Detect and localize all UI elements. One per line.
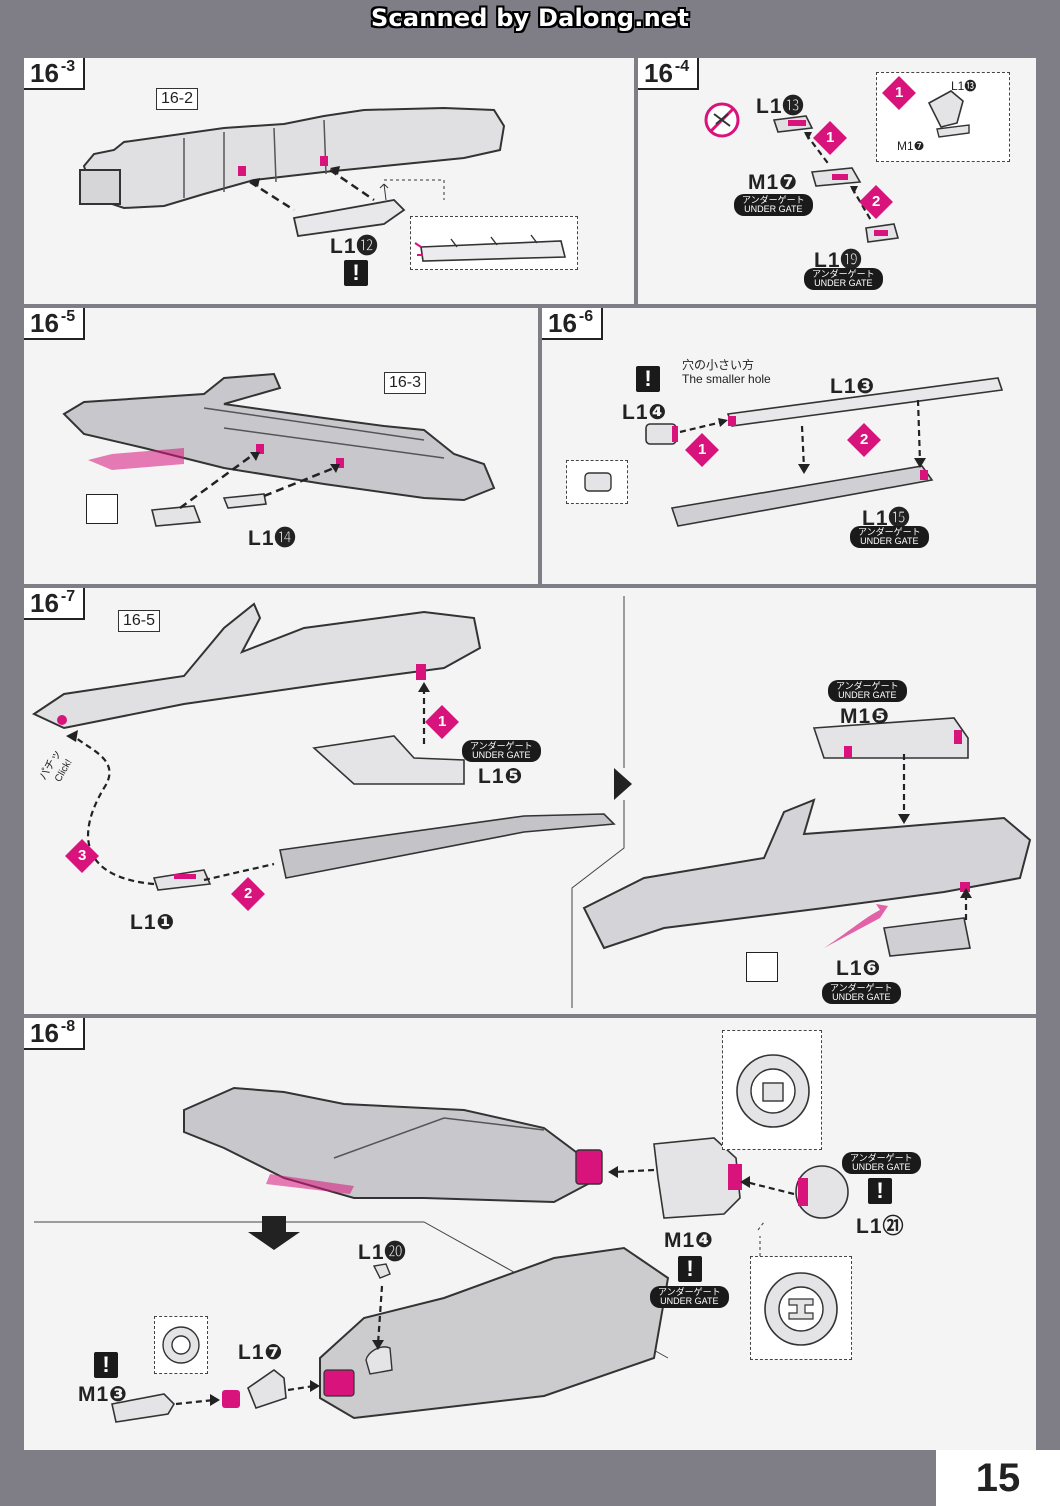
part-number: L1⓮ — [248, 527, 297, 550]
part-number: L1⓯ — [862, 507, 911, 530]
part-number: M1❸ — [78, 1383, 128, 1406]
part-number: L1⓴ — [358, 1241, 407, 1264]
motion-arrow — [266, 1174, 354, 1194]
warning-icon: ! — [868, 1178, 892, 1204]
weapon-barrel-drawing — [79, 106, 506, 238]
part-number: L1⓬ — [330, 235, 379, 258]
part-number: L1❸ — [830, 375, 876, 398]
detail-inset — [750, 1256, 852, 1360]
part-number: L1㉑ — [856, 1215, 905, 1238]
part-number: L1❻ — [836, 957, 882, 980]
reference-tag: 16-5 — [118, 610, 161, 632]
step-label: 16-6 — [542, 308, 604, 340]
panel-step-16-5: 16-5 16-3 L1⓮ — [24, 308, 538, 584]
inset-part-label: L1⓭ — [951, 79, 977, 93]
part-number: L1⓳ — [814, 249, 863, 272]
inset-part-label: M1❼ — [897, 139, 925, 153]
step-label: 16-3 — [24, 58, 86, 90]
step-label: 16-8 — [24, 1018, 86, 1050]
warning-icon: ! — [94, 1352, 118, 1378]
weapon-muzzle-drawing — [34, 1086, 849, 1423]
decal-icon — [746, 952, 778, 982]
part-number: M1❼ — [748, 171, 798, 194]
part-number: L1❺ — [478, 765, 524, 788]
hint-japanese: 穴の小さい方 — [682, 358, 755, 372]
part-number: L1❶ — [130, 911, 176, 934]
barrel-parts-drawing — [645, 377, 1004, 527]
detail-inset — [154, 1316, 208, 1374]
warning-icon: ! — [344, 260, 368, 286]
decal-icon — [86, 494, 118, 524]
panel-step-16-8: 16-8 — [24, 1018, 1036, 1450]
part-number: L1❼ — [238, 1341, 284, 1364]
panel-step-16-3: 16-3 16-2 L1⓬ ! — [24, 58, 634, 304]
part-number: M1❹ — [664, 1229, 714, 1252]
next-arrow — [614, 768, 632, 800]
panel-step-16-6: 16-6 ! 穴の小さい方 The smaller hole L1❹ L1❸ 1… — [542, 308, 1036, 584]
step-label: 16-7 — [24, 588, 86, 620]
detail-inset — [410, 216, 578, 270]
warning-icon: ! — [678, 1256, 702, 1282]
warning-icon: ! — [636, 366, 660, 392]
step-label: 16-5 — [24, 308, 86, 340]
detail-inset — [722, 1030, 822, 1150]
reference-tag: 16-3 — [384, 372, 427, 394]
step-label: 16-4 — [638, 58, 700, 90]
part-number: M1❺ — [840, 705, 890, 728]
hint-english: The smaller hole — [682, 372, 771, 386]
weapon-barrel-drawing — [62, 372, 496, 527]
part-number: L1⓭ — [756, 95, 805, 118]
motion-arrow — [88, 448, 184, 470]
small-parts-drawing — [704, 102, 900, 243]
motion-arrow — [824, 904, 888, 948]
part-number: L1❹ — [622, 401, 668, 424]
panel-step-16-7: 16-7 16-5 — [24, 588, 1036, 1014]
reference-tag: 16-2 — [156, 88, 199, 110]
detail-inset: 1 L1⓭ M1❼ — [876, 72, 1010, 162]
down-arrow — [248, 1216, 300, 1250]
page-number: 15 — [936, 1450, 1060, 1506]
detail-inset — [566, 460, 628, 504]
weapon-assembly-drawing — [31, 596, 1032, 1008]
scan-watermark: Scanned by Dalong.net — [370, 4, 690, 32]
